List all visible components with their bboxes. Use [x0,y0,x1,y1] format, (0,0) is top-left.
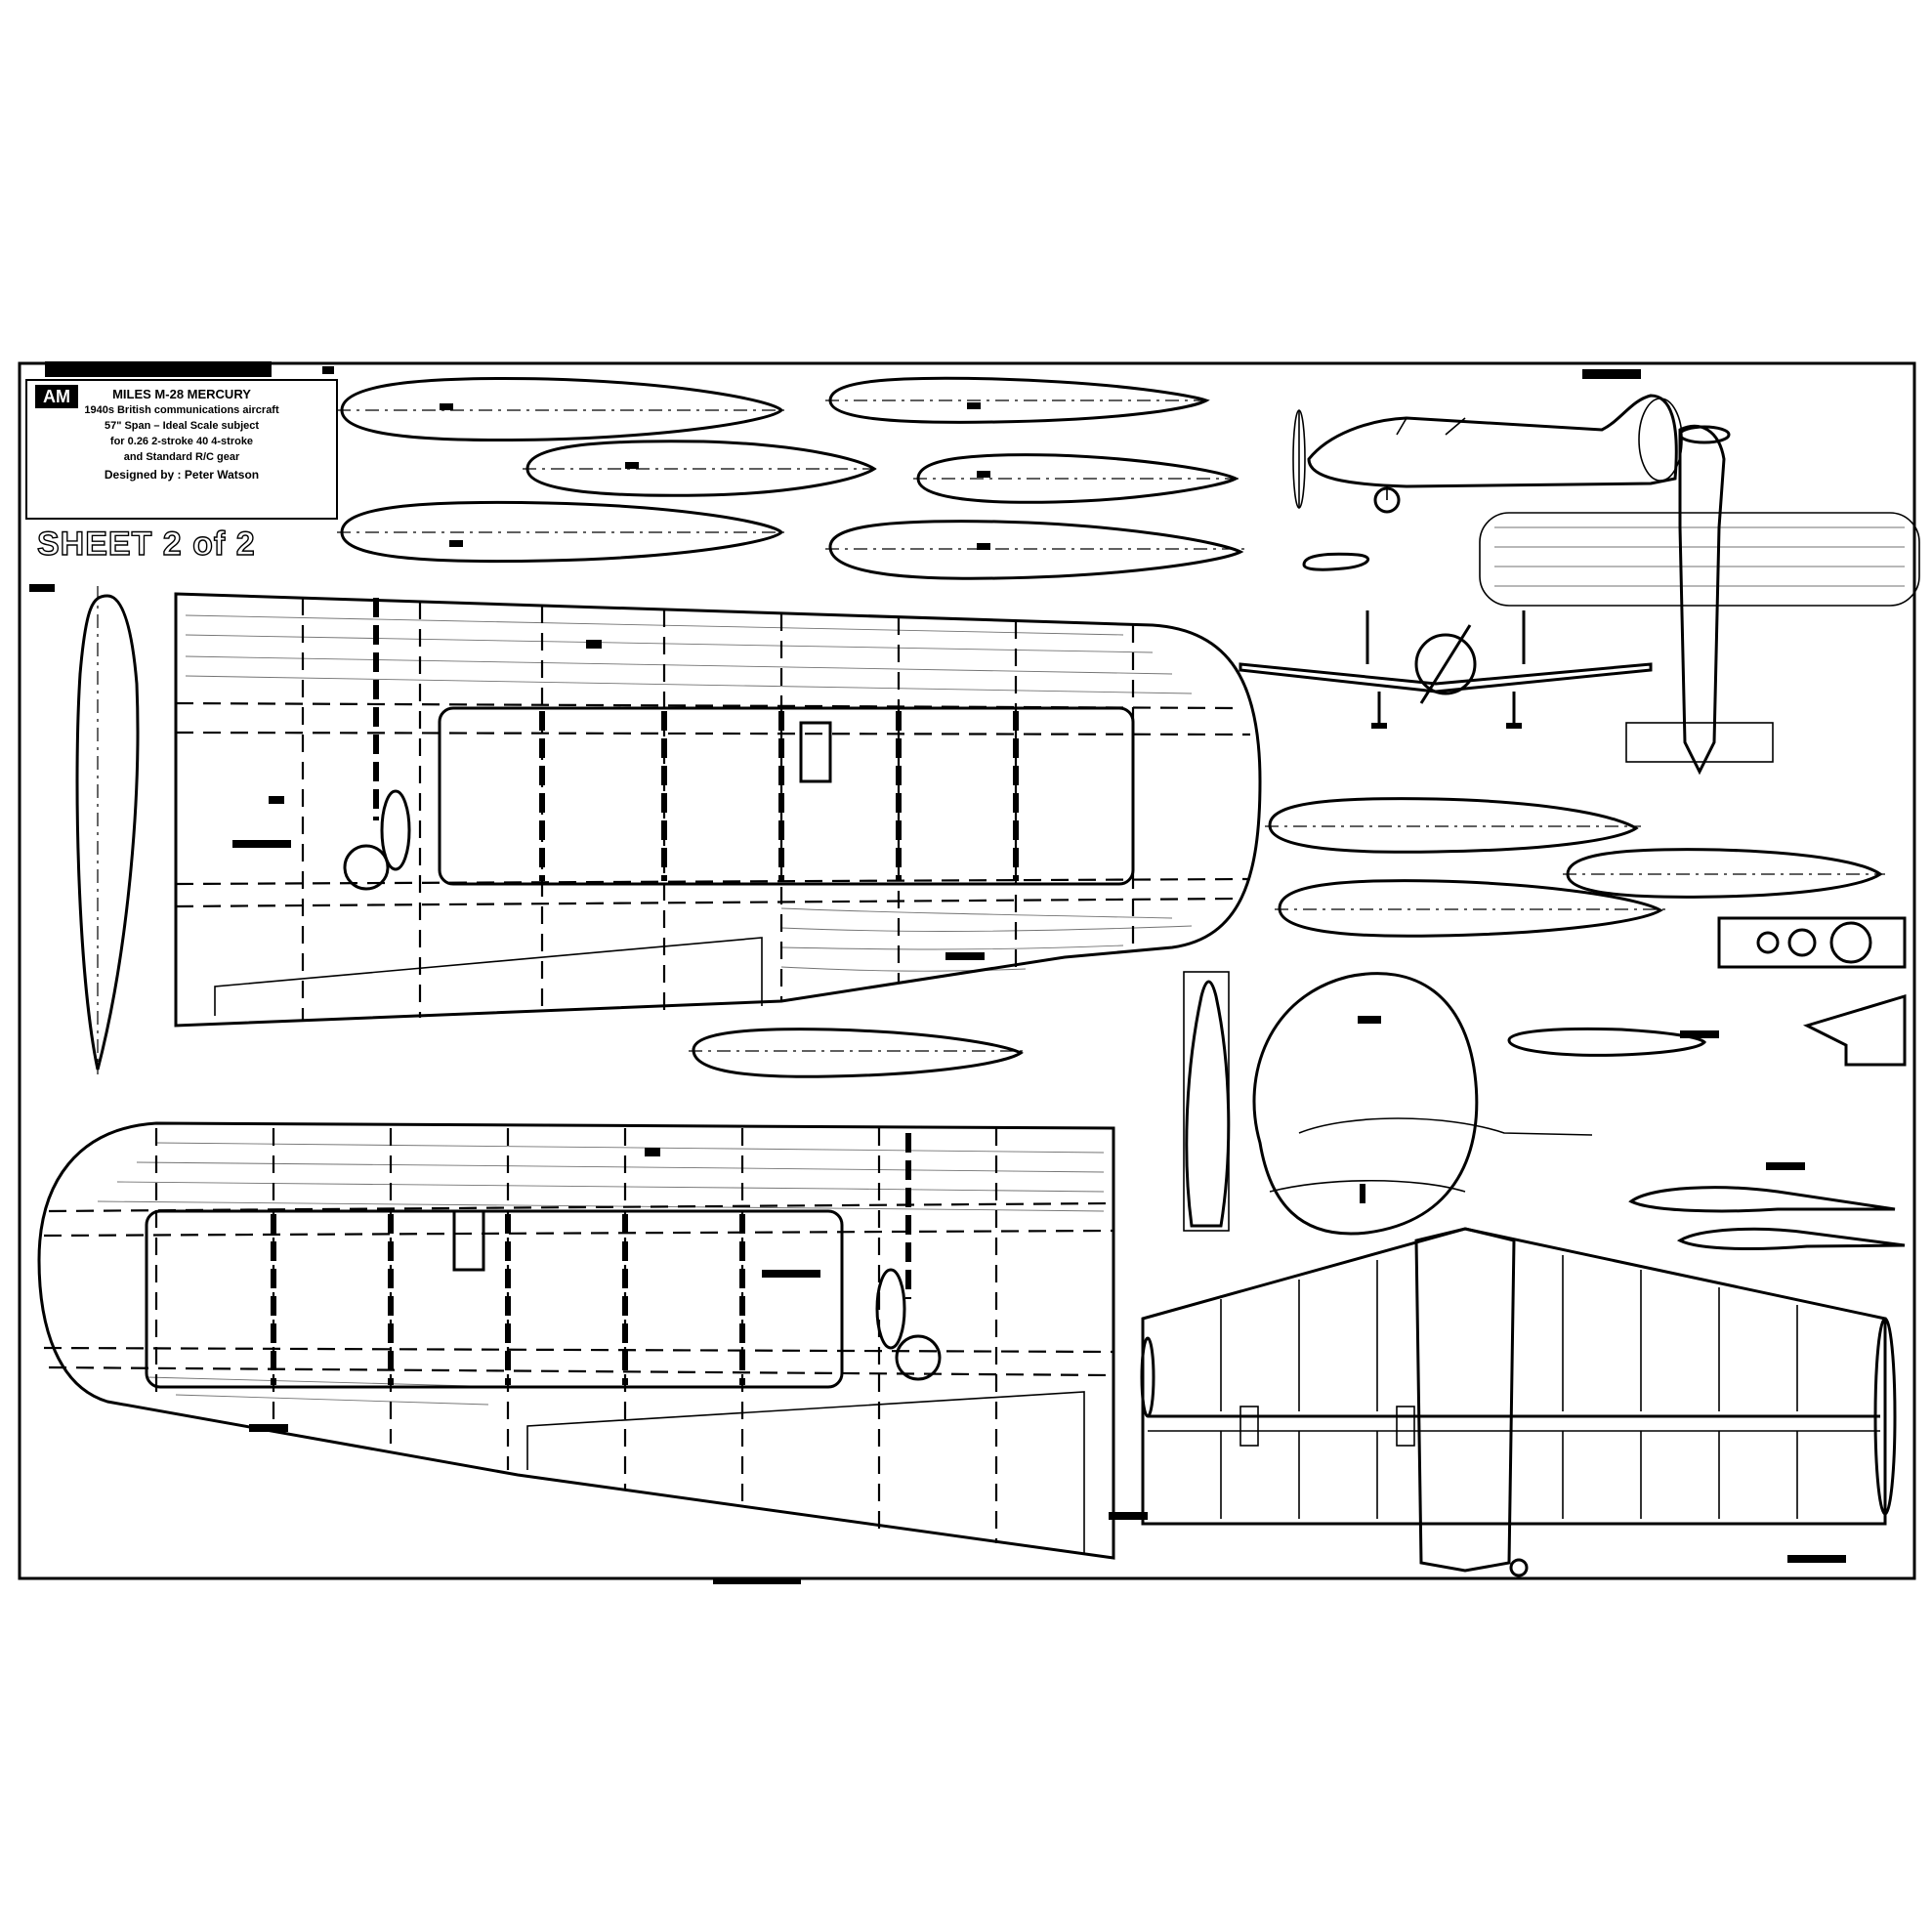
sheet-label: SHEET 2 of 2 [36,525,256,563]
tag [440,403,453,410]
wing-panel-upper [174,592,1262,1028]
rib-templates-top [337,376,1245,580]
tag [449,540,463,547]
rib-template [692,1028,1024,1078]
three-view [1239,394,1920,776]
tailplane-section [1676,1227,1906,1250]
firewall-plate [1717,916,1907,969]
span-line: 57" Span – Ideal Scale subject [104,420,260,432]
tag [967,402,981,409]
header-banner [45,361,272,377]
front-view-wing [1239,662,1653,693]
rib-template [1566,848,1883,899]
tailplane-section [1628,1186,1896,1213]
engine-line: for 0.26 2-stroke 40 4-stroke [109,436,254,447]
rib-template [1507,1027,1707,1057]
rib-template [828,520,1244,580]
annotation-tags [29,366,1846,1584]
designer-credit: Designed by : Peter Watson [104,468,260,482]
rib-template [1268,797,1639,854]
aircraft-description: 1940s British communications aircraft [84,404,279,416]
plan-border [18,361,1916,1580]
tip-rib-vertical [75,594,140,1071]
rib-templates-right [1265,797,1885,938]
rib-template [1278,879,1663,938]
rudder-side [1185,980,1231,1228]
fin-outline [1252,972,1479,1236]
stabiliser-plan [1140,1227,1897,1577]
small-airfoil [1302,552,1370,571]
tag [625,462,639,469]
plan-view-fuselage [1678,424,1726,776]
tag [977,471,990,478]
tag [977,543,990,550]
rib-template [340,376,784,442]
gear-line: and Standard R/C gear [123,451,240,463]
am-logo: AM [35,385,78,408]
wing-panel-lower [37,1121,1115,1560]
aircraft-name: MILES M-28 MERCURY [112,387,251,401]
title-block: AM MILES M-28 MERCURY 1940s British comm… [25,379,338,520]
side-view-fuselage [1307,394,1678,488]
